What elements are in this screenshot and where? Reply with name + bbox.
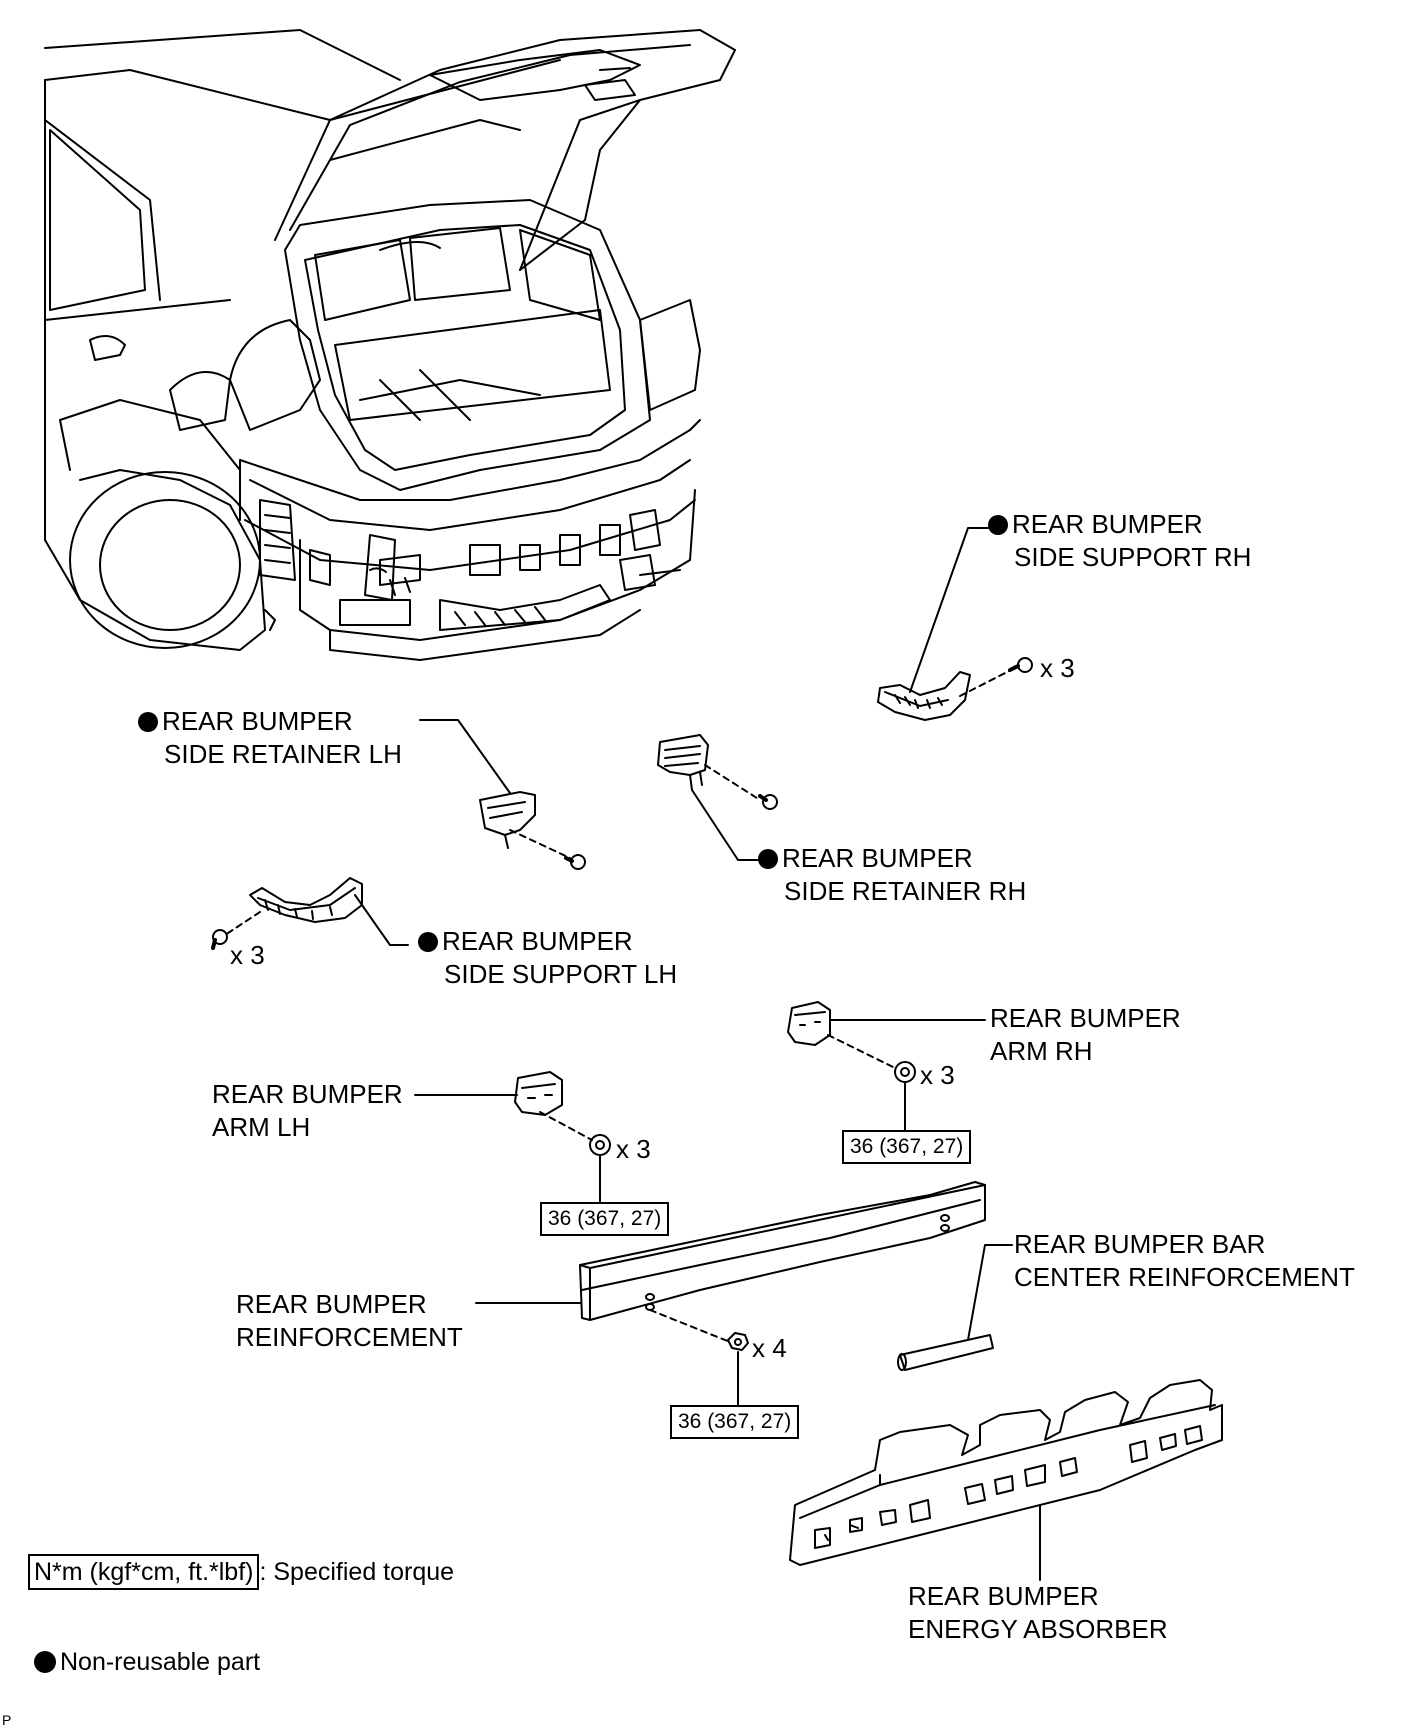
arm-rh-bolt-icon bbox=[894, 1061, 916, 1083]
label-line1: REAR BUMPER bbox=[782, 843, 973, 873]
legend-torque-box: N*m (kgf*cm, ft.*lbf) bbox=[28, 1554, 260, 1590]
label-line2: SIDE RETAINER RH bbox=[784, 876, 1027, 906]
qty-reinforcement: x 4 bbox=[752, 1333, 787, 1363]
page-code: P bbox=[2, 1712, 12, 1728]
energy-absorber-part bbox=[789, 1379, 1223, 1566]
arm-lh-part bbox=[514, 1071, 563, 1116]
label-line1: REAR BUMPER bbox=[236, 1289, 427, 1319]
qty-arm-lh: x 3 bbox=[616, 1134, 651, 1164]
legend-non-reusable: Non-reusable part bbox=[34, 1646, 260, 1678]
side-retainer-lh-bolt-path bbox=[509, 829, 571, 859]
label-line2: SIDE SUPPORT LH bbox=[444, 959, 678, 989]
bar-center-reinforcement-leader bbox=[967, 1244, 1013, 1341]
side-support-rh-bolt-path bbox=[959, 667, 1016, 697]
vehicle-rear-illustration bbox=[44, 29, 736, 661]
qty-side-support-lh: x 3 bbox=[230, 940, 265, 970]
label-line1: REAR BUMPER bbox=[212, 1079, 403, 1109]
label-line1: REAR BUMPER bbox=[990, 1003, 1181, 1033]
label-reinforcement: REAR BUMPER REINFORCEMENT bbox=[236, 1288, 463, 1354]
label-line2: ARM RH bbox=[990, 1036, 1093, 1066]
bar-center-reinforcement-part bbox=[897, 1334, 994, 1371]
reinforcement-bolt-path bbox=[649, 1309, 731, 1343]
non-reusable-icon bbox=[138, 712, 158, 732]
non-reusable-icon bbox=[418, 932, 438, 952]
label-arm-lh: REAR BUMPER ARM LH bbox=[212, 1078, 403, 1144]
label-arm-rh: REAR BUMPER ARM RH bbox=[990, 1002, 1181, 1068]
side-support-rh-part bbox=[877, 671, 971, 721]
label-line1: REAR BUMPER bbox=[1012, 509, 1203, 539]
label-line1: REAR BUMPER bbox=[442, 926, 633, 956]
reinforcement-part bbox=[579, 1181, 986, 1321]
label-line2: ARM LH bbox=[212, 1112, 311, 1142]
torque-reinforcement: 36 (367, 27) bbox=[670, 1405, 800, 1439]
label-line1: REAR BUMPER BAR bbox=[1014, 1229, 1266, 1259]
non-reusable-icon bbox=[758, 849, 778, 869]
label-line1: REAR BUMPER bbox=[162, 706, 353, 736]
side-support-rh-bolt-icon bbox=[1008, 657, 1033, 673]
label-side-retainer-rh: REAR BUMPER SIDE RETAINER RH bbox=[758, 842, 1026, 908]
side-retainer-rh-bolt-path bbox=[704, 764, 761, 801]
torque-arm-lh: 36 (367, 27) bbox=[540, 1202, 670, 1236]
torque-arm-rh: 36 (367, 27) bbox=[842, 1130, 972, 1164]
side-retainer-rh-part bbox=[657, 734, 709, 791]
label-side-support-rh: REAR BUMPER SIDE SUPPORT RH bbox=[988, 508, 1251, 574]
side-support-rh-leader bbox=[909, 527, 989, 693]
side-support-lh-leader bbox=[354, 894, 409, 946]
legend-torque: N*m (kgf*cm, ft.*lbf): Specified torque bbox=[28, 1554, 454, 1590]
side-support-lh-bolt-path bbox=[224, 911, 261, 936]
label-line1: REAR BUMPER bbox=[908, 1581, 1099, 1611]
arm-rh-bolt-path bbox=[827, 1034, 896, 1069]
reinforcement-nut-icon bbox=[727, 1332, 749, 1351]
legend-torque-text: : Specified torque bbox=[259, 1558, 455, 1586]
label-line2: ENERGY ABSORBER bbox=[908, 1614, 1168, 1644]
label-side-support-lh: REAR BUMPER SIDE SUPPORT LH bbox=[418, 925, 677, 991]
side-support-lh-bolt-icon bbox=[211, 929, 228, 950]
qty-arm-rh: x 3 bbox=[920, 1060, 955, 1090]
arm-lh-bolt-icon bbox=[589, 1134, 611, 1156]
non-reusable-icon bbox=[34, 1651, 56, 1673]
arm-rh-part bbox=[787, 1001, 831, 1046]
label-line2: SIDE RETAINER LH bbox=[164, 739, 402, 769]
label-energy-absorber: REAR BUMPER ENERGY ABSORBER bbox=[908, 1580, 1168, 1646]
side-support-lh-part bbox=[249, 877, 363, 923]
side-retainer-lh-part bbox=[479, 791, 536, 849]
side-retainer-lh-leader bbox=[419, 719, 511, 794]
side-retainer-lh-bolt-icon bbox=[564, 854, 586, 870]
label-line2: SIDE SUPPORT RH bbox=[1014, 542, 1252, 572]
non-reusable-icon bbox=[988, 515, 1008, 535]
qty-side-support-rh: x 3 bbox=[1040, 653, 1075, 683]
label-side-retainer-lh: REAR BUMPER SIDE RETAINER LH bbox=[138, 705, 402, 771]
legend-non-reusable-text: Non-reusable part bbox=[60, 1648, 261, 1676]
label-line2: CENTER REINFORCEMENT bbox=[1014, 1262, 1355, 1292]
label-line2: REINFORCEMENT bbox=[236, 1322, 463, 1352]
side-retainer-rh-leader bbox=[691, 789, 759, 861]
side-retainer-rh-bolt-icon bbox=[758, 794, 778, 810]
arm-lh-bolt-path bbox=[539, 1111, 593, 1141]
label-bar-center-reinforcement: REAR BUMPER BAR CENTER REINFORCEMENT bbox=[1014, 1228, 1355, 1294]
